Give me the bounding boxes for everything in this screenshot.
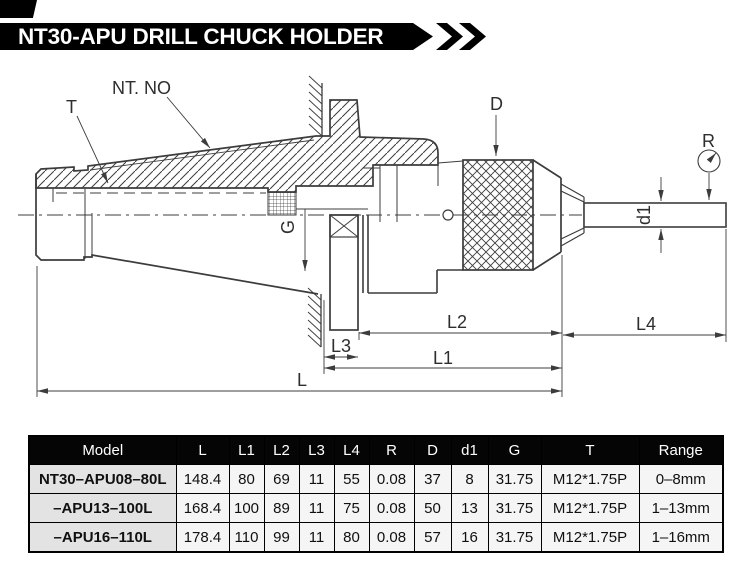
extension-lines [36, 229, 727, 397]
column-header: L4 [333, 435, 370, 465]
chuck-knurl [462, 159, 534, 271]
value-cell: 0–8mm [638, 464, 724, 494]
value-cell: 1–13mm [638, 493, 724, 523]
value-cell: 37 [413, 464, 452, 494]
value-cell: 50 [413, 493, 452, 523]
value-cell: M12*1.75P [540, 493, 640, 523]
technical-drawing: NT. NO T D R G d1 L2 L4 L3 L1 L [18, 75, 727, 397]
label-g: G [278, 220, 298, 234]
value-cell: 0.08 [368, 522, 415, 553]
holder-body-lines [362, 160, 464, 294]
value-cell: 13 [450, 493, 489, 523]
value-cell: 31.75 [487, 522, 542, 553]
value-cell: 11 [298, 464, 335, 494]
label-r: R [702, 131, 715, 151]
value-cell: 16 [450, 522, 489, 553]
label-nt-no: NT. NO [112, 78, 171, 98]
column-header: L1 [228, 435, 265, 465]
column-header: R [368, 435, 415, 465]
value-cell: 0.08 [368, 464, 415, 494]
callouts [76, 96, 721, 271]
title-banner: NT30-APU DRILL CHUCK HOLDER [0, 23, 433, 50]
value-cell: 89 [263, 493, 300, 523]
value-cell: 148.4 [175, 464, 230, 494]
value-cell: 11 [298, 522, 335, 553]
value-cell: 80 [228, 464, 265, 494]
value-cell: 80 [333, 522, 370, 553]
dimension-lines [37, 330, 726, 394]
model-cell: NT30–APU08–80L [28, 464, 177, 494]
dim-label-l3: L3 [331, 336, 351, 356]
column-header: G [487, 435, 542, 465]
value-cell: 99 [263, 522, 300, 553]
runout-gauge-icon [697, 149, 721, 173]
column-header: L3 [298, 435, 335, 465]
gauge-plane-hatch [307, 75, 323, 348]
taper-shank-section [35, 99, 439, 216]
column-header: d1 [450, 435, 489, 465]
column-header: T [540, 435, 640, 465]
corner-accent [0, 0, 37, 18]
taper-shank-profile [35, 174, 319, 295]
column-header: L [175, 435, 230, 465]
value-cell: 31.75 [487, 493, 542, 523]
label-t: T [66, 97, 77, 117]
value-cell: 75 [333, 493, 370, 523]
dim-label-l4: L4 [636, 314, 656, 334]
dim-label-l2: L2 [447, 312, 467, 332]
value-cell: 1–16mm [638, 522, 724, 553]
value-cell: 11 [298, 493, 335, 523]
value-cell: 110 [228, 522, 265, 553]
value-cell: 8 [450, 464, 489, 494]
value-cell: 55 [333, 464, 370, 494]
value-cell: M12*1.75P [540, 464, 640, 494]
thread-relief-section [267, 191, 297, 216]
page-title: NT30-APU DRILL CHUCK HOLDER [18, 24, 384, 49]
value-cell: 69 [263, 464, 300, 494]
value-cell: 57 [413, 522, 452, 553]
chuck-nose [532, 159, 585, 271]
test-bar [583, 202, 727, 228]
dim-label-l: L [297, 370, 307, 390]
column-header: D [413, 435, 452, 465]
value-cell: 0.08 [368, 493, 415, 523]
value-cell: 168.4 [175, 493, 230, 523]
model-cell: –APU13–100L [28, 493, 177, 523]
column-header: Range [638, 435, 724, 465]
model-cell: –APU16–110L [28, 522, 177, 553]
value-cell: M12*1.75P [540, 522, 640, 553]
flange-disc [329, 214, 359, 331]
column-header: L2 [263, 435, 300, 465]
label-d: D [490, 94, 503, 114]
value-cell: 178.4 [175, 522, 230, 553]
value-cell: 31.75 [487, 464, 542, 494]
dim-label-l1: L1 [433, 348, 453, 368]
value-cell: 100 [228, 493, 265, 523]
label-d1: d1 [634, 205, 654, 225]
column-header: Model [28, 435, 177, 465]
pilot-hole [442, 209, 454, 221]
